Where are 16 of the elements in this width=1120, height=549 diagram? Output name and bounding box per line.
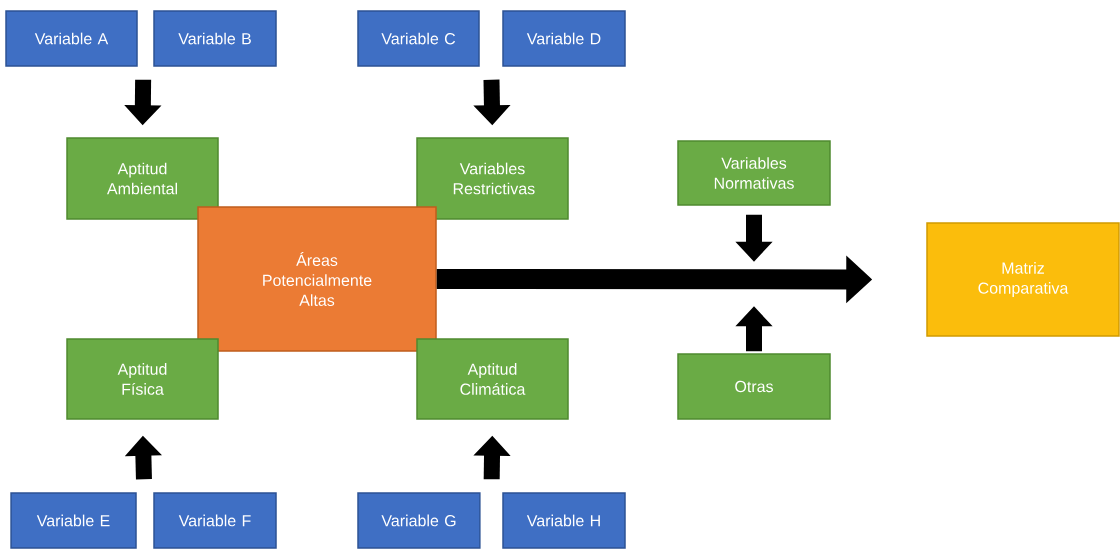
factor-box: Aptitud Climática bbox=[416, 338, 569, 420]
factor-box: Aptitud Ambiental bbox=[66, 137, 219, 220]
variable-box: Variable E bbox=[10, 492, 137, 549]
output-box: Matriz Comparativa bbox=[926, 222, 1120, 337]
result-box: Áreas Potencialmente Altas bbox=[197, 206, 437, 352]
variable-box: Variable A bbox=[5, 10, 138, 67]
variable-box: Variable H bbox=[502, 492, 626, 549]
factor-box: Aptitud Física bbox=[66, 338, 219, 420]
factor-box: Variables Restrictivas bbox=[416, 137, 569, 220]
factor-box: Otras bbox=[677, 353, 831, 420]
variable-box: Variable C bbox=[357, 10, 480, 67]
variable-box: Variable D bbox=[502, 10, 626, 67]
variable-box: Variable G bbox=[357, 492, 481, 549]
variable-box: Variable B bbox=[153, 10, 277, 67]
factor-box: Variables Normativas bbox=[677, 140, 831, 206]
variable-box: Variable F bbox=[153, 492, 277, 549]
